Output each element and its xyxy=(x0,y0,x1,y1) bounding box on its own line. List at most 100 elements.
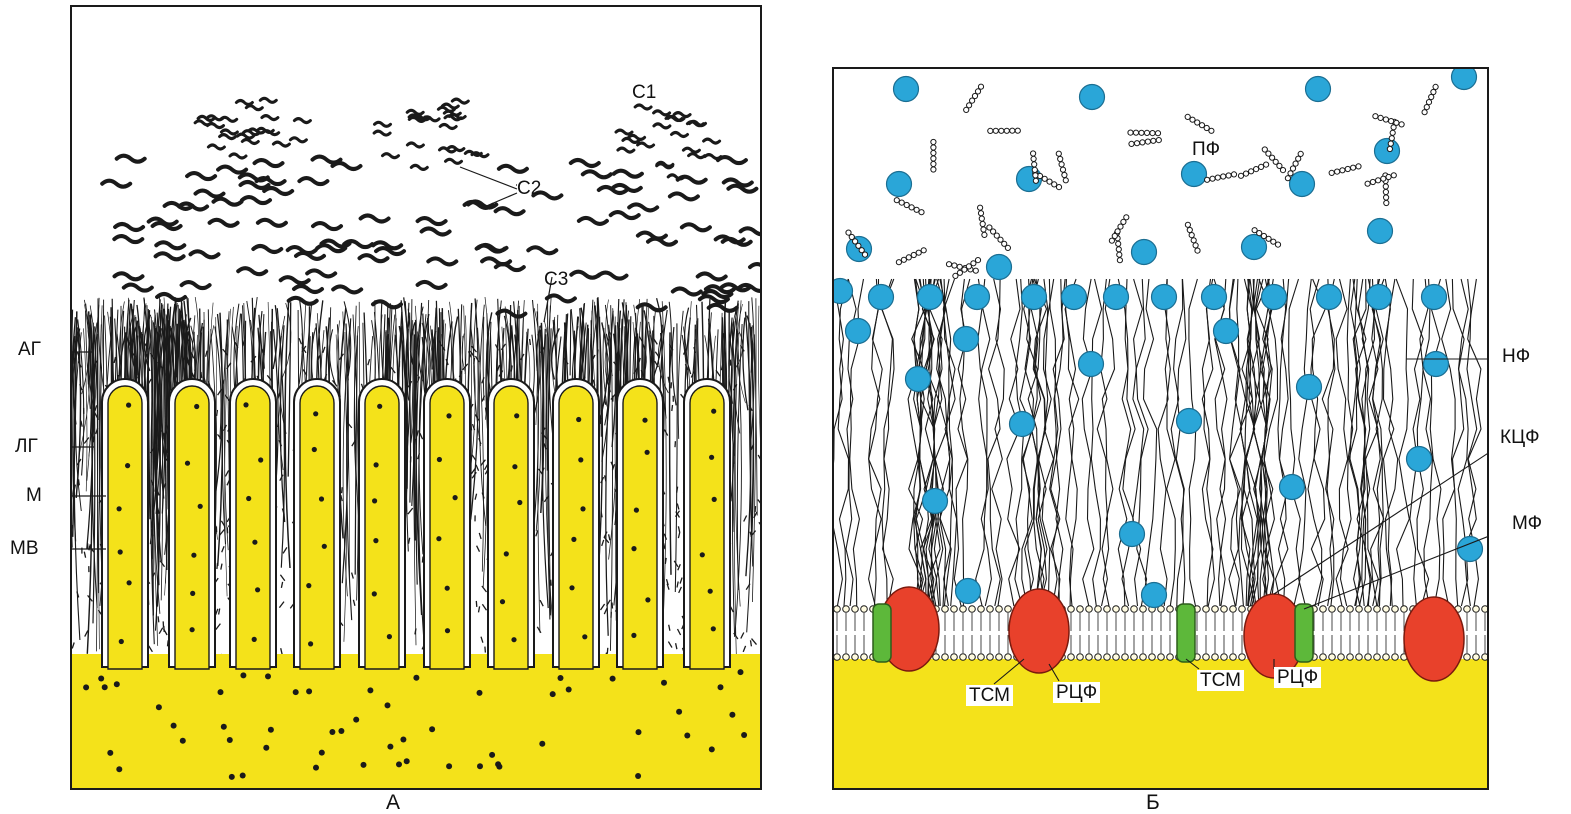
hatch-mark xyxy=(414,439,415,445)
cluster-particle xyxy=(375,122,391,126)
microvillus-dot xyxy=(127,580,132,585)
microvillus-dot xyxy=(700,552,705,557)
cytoplasm-dot xyxy=(404,758,410,764)
mucus-particle xyxy=(373,301,401,307)
glycocalyx-fiber xyxy=(978,279,991,606)
microvillus-dot xyxy=(190,627,195,632)
mucus-particle xyxy=(114,236,142,242)
lipid-head xyxy=(834,654,840,661)
blue-particle xyxy=(1422,285,1447,310)
hatch-mark xyxy=(281,582,282,588)
mucus-particle xyxy=(613,185,641,191)
blue-particle xyxy=(1290,172,1315,197)
cytoplasm-dot xyxy=(367,687,373,693)
bead xyxy=(1280,168,1285,173)
lipid-head xyxy=(1230,654,1237,661)
glycocalyx-fiber xyxy=(1166,279,1175,606)
hatch-mark xyxy=(84,438,89,444)
blue-particle xyxy=(887,172,912,197)
bead xyxy=(978,205,983,210)
cluster-particle xyxy=(383,154,399,158)
bead xyxy=(1191,238,1196,243)
cytoplasm-dot xyxy=(98,676,104,682)
hatch-mark xyxy=(347,422,352,428)
particle-cluster xyxy=(616,105,721,179)
lipid-head xyxy=(1239,654,1246,661)
caption-a: А xyxy=(386,792,400,813)
mucus-particle xyxy=(115,224,143,230)
bead xyxy=(919,210,924,215)
blue-particle xyxy=(1262,285,1287,310)
mucus-particle xyxy=(182,282,210,288)
microvillus-dot xyxy=(126,403,131,408)
cluster-particle xyxy=(440,148,456,152)
hatch-mark xyxy=(217,410,218,416)
hatch-mark xyxy=(72,643,74,649)
bead xyxy=(1243,171,1248,176)
cytoplasm-dot xyxy=(446,763,452,769)
hatch-mark xyxy=(479,533,481,539)
particle-cluster xyxy=(374,99,488,169)
bead xyxy=(1285,176,1290,181)
cluster-particle xyxy=(446,159,462,163)
cytoplasm-dot xyxy=(306,688,312,694)
lipid-head xyxy=(1113,606,1120,613)
cytoplasm-dot xyxy=(636,729,642,735)
hatch-mark xyxy=(222,546,224,552)
hatch-mark xyxy=(476,465,479,471)
hatch-mark xyxy=(751,640,752,646)
bead xyxy=(1422,110,1427,115)
lipid-head xyxy=(1383,654,1390,661)
hatch-mark xyxy=(605,399,606,405)
mucus-particle xyxy=(497,311,525,317)
hatch-mark xyxy=(206,351,208,357)
hatch-mark xyxy=(607,648,608,654)
cytoplasm-dot xyxy=(227,737,233,743)
cytoplasm-dot xyxy=(221,724,227,730)
mucus-particle xyxy=(360,255,388,261)
bead xyxy=(931,156,936,161)
bead xyxy=(1155,131,1160,136)
bead xyxy=(911,252,916,257)
cluster-particle xyxy=(705,155,721,159)
cytoplasm-dot xyxy=(102,684,108,690)
hatch-mark xyxy=(85,631,88,637)
cluster-particle xyxy=(238,134,254,138)
bead xyxy=(1116,247,1121,252)
hatch-mark xyxy=(609,534,610,540)
bead xyxy=(904,202,909,207)
mucus-particle xyxy=(157,294,185,300)
blue-particle xyxy=(1120,522,1145,547)
lipid-head xyxy=(1329,654,1336,661)
bead xyxy=(846,230,851,235)
microvillus-dot xyxy=(374,462,379,467)
hatch-mark xyxy=(81,421,82,427)
microvillus-dot xyxy=(500,599,505,604)
microvillus-dot xyxy=(191,553,196,558)
mucus-particle xyxy=(281,277,309,283)
bead xyxy=(1058,156,1063,161)
lipid-head xyxy=(1131,654,1138,661)
microvillus-dot xyxy=(645,450,650,455)
mucus-particle xyxy=(210,220,238,226)
lipid-head xyxy=(1473,654,1480,661)
bead xyxy=(1426,100,1431,105)
hatch-mark xyxy=(744,516,747,522)
lipid-head xyxy=(1320,606,1327,613)
blue-particle xyxy=(987,255,1012,280)
cluster-particle xyxy=(440,125,456,129)
cluster-particle xyxy=(294,119,310,123)
glycocalyx-fiber xyxy=(1385,279,1397,606)
mucus-particle xyxy=(373,242,401,248)
bead xyxy=(1031,151,1036,156)
glycocalyx-fiber xyxy=(1442,279,1455,606)
mucus-particle xyxy=(218,167,246,173)
microvillus-core xyxy=(690,386,724,669)
cytoplasm-dot xyxy=(240,773,246,779)
cytoplasm-dot xyxy=(387,744,393,750)
bead xyxy=(1383,184,1388,189)
cytoplasm-b xyxy=(834,659,1487,788)
cytoplasm-dot xyxy=(477,690,483,696)
glycocalyx-fiber xyxy=(1341,279,1353,606)
panel-a-drawing xyxy=(72,7,760,788)
